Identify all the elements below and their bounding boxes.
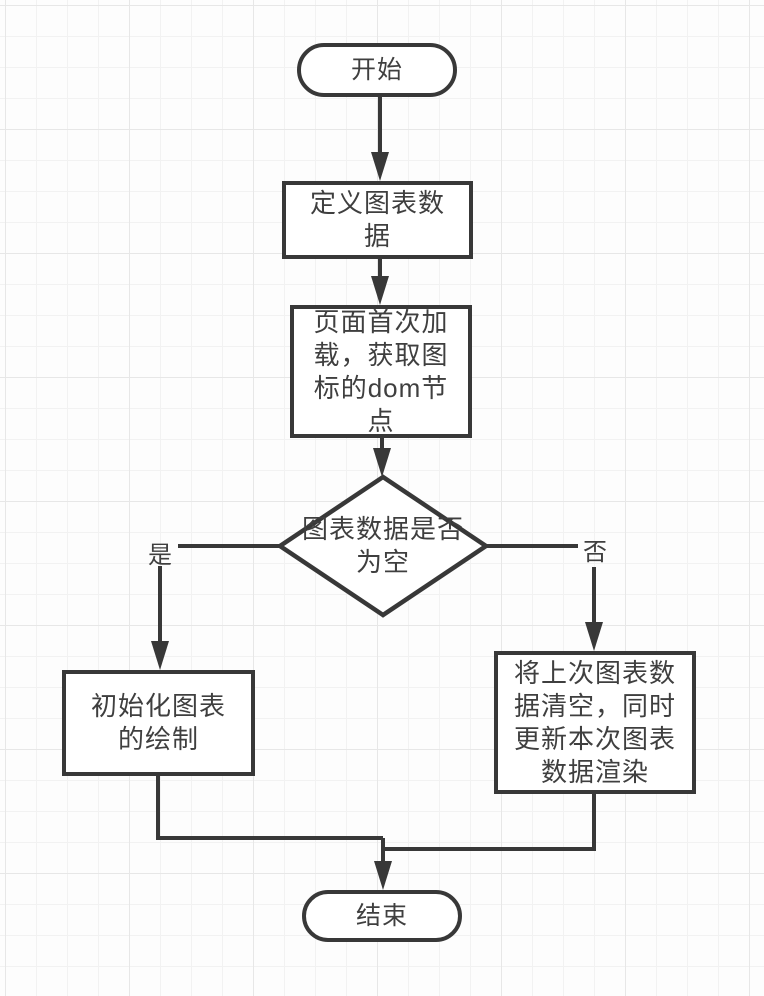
process-init-chart: 初始化图表 的绘制: [62, 670, 255, 776]
decision-diamond-shape: [275, 474, 491, 618]
edge-label-no: 否: [583, 538, 607, 566]
process-get-dom-node: 页面首次加 载，获取图 标的dom节 点: [290, 305, 472, 438]
arrowhead-into-init: [151, 641, 169, 670]
arrowhead-into-decision: [373, 448, 391, 477]
process-update-chart-data: 将上次图表数 据清空，同时 更新本次图表 数据渲染: [494, 651, 696, 794]
arrowhead-into-end: [374, 861, 392, 890]
process-define-chart-data: 定义图表数 据: [282, 181, 473, 259]
edge-label-yes: 是: [148, 541, 172, 569]
edge-init-merge: [156, 774, 383, 840]
start-node: 开始: [297, 43, 457, 97]
end-node: 结束: [302, 890, 462, 942]
arrowhead-into-define: [371, 152, 389, 181]
decision-data-empty-label: 图表数据是否 为空: [301, 514, 464, 577]
arrowhead-into-load: [371, 276, 389, 305]
arrowhead-into-update: [585, 622, 603, 651]
edge-update-merge: [383, 792, 596, 851]
